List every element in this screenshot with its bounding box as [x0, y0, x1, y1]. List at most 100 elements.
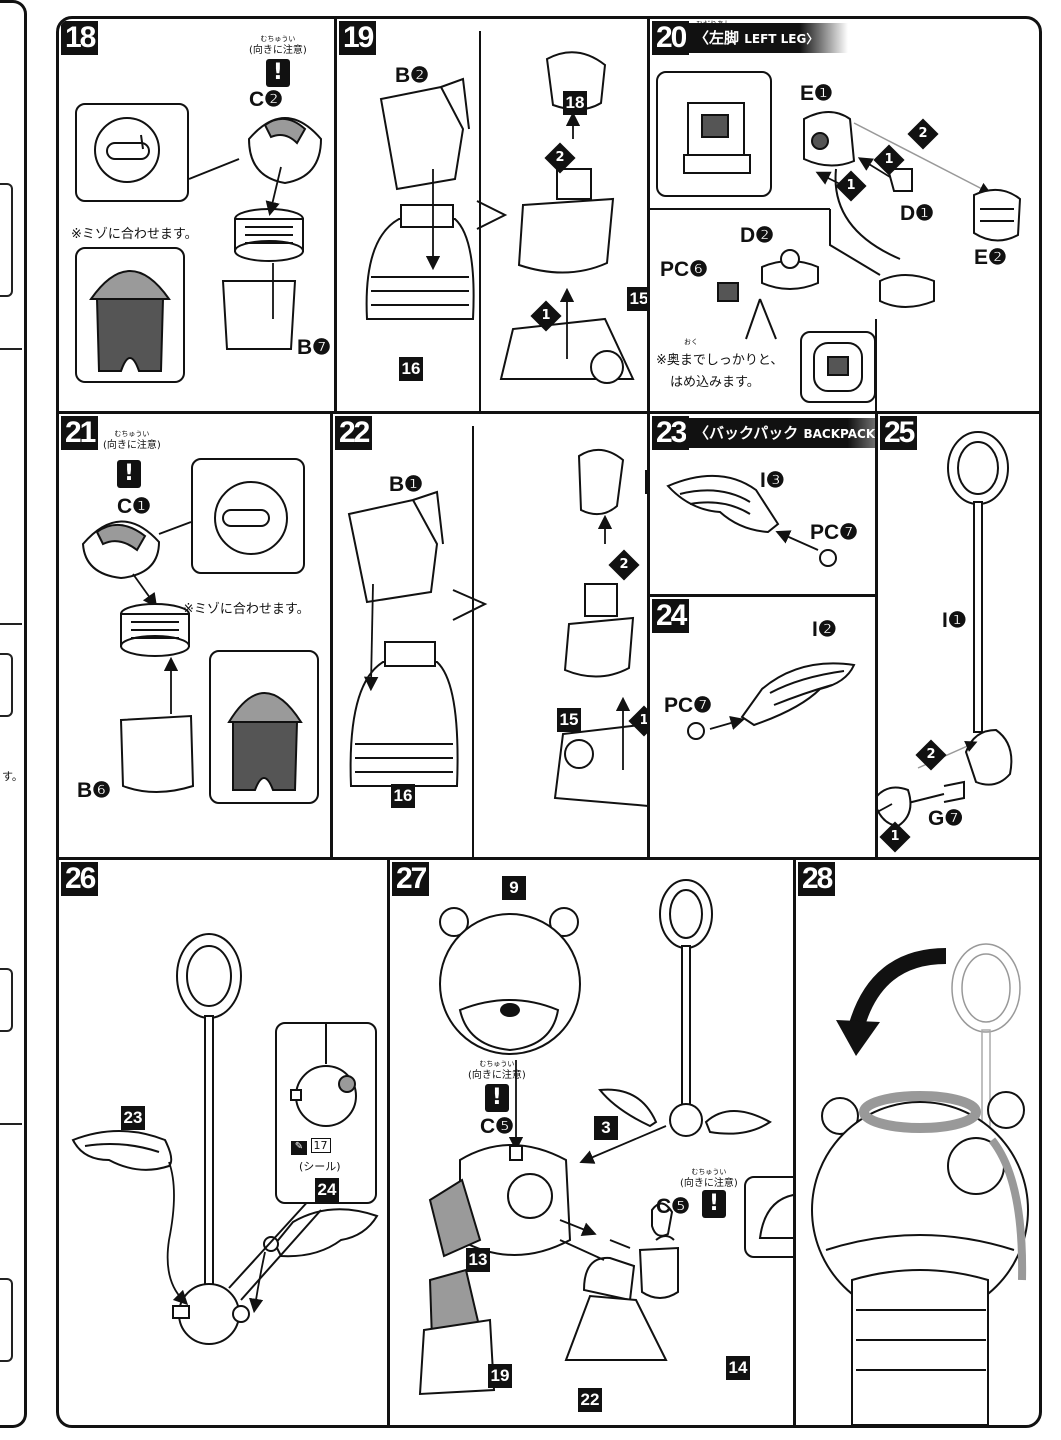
part-label: I❸: [760, 469, 785, 492]
part-label: B❶: [389, 473, 423, 496]
step-23-panel: 23 〈バックパック BACKPACK〉 I❸ PC❼: [650, 414, 878, 597]
zoom-detail: [744, 1176, 793, 1258]
step-19-panel: 19 B❷ 18 2 1 15 16: [337, 19, 650, 414]
subassembly-ref: 15: [627, 287, 647, 311]
socket-detail-drawing: [683, 102, 751, 174]
subassembly-ref: 16: [391, 784, 415, 808]
note-text: ※ミゾに合わせます。: [71, 227, 198, 242]
subassembly-ref: 14: [726, 1356, 750, 1380]
subassembly-ref: 18: [563, 91, 587, 115]
step-28-panel: 28: [796, 860, 1039, 1425]
part-label: D❷: [740, 224, 774, 247]
caution-ruby: むちゅうい: [691, 1168, 727, 1176]
sequence-marker: 1: [530, 300, 562, 332]
step-20-assembly-drawing: [650, 111, 1022, 411]
title-ja: 〈左脚: [694, 29, 740, 47]
halo-assembly-drawing: [878, 431, 1013, 828]
subassembly-ref: 16: [399, 357, 423, 381]
caution-text: (向きに注意): [680, 1178, 738, 1189]
sequence-marker: 1: [873, 144, 905, 176]
orientation-caution: むちゅうい (向きに注意) !: [249, 33, 307, 87]
step-number: 22: [335, 416, 373, 450]
step-18-assembly-drawing: [188, 117, 323, 350]
subassembly-ref: 9: [502, 876, 526, 900]
press-fit-detail-drawing: [813, 342, 863, 392]
part-label: I❷: [812, 618, 837, 641]
previous-page-edge: す。: [0, 0, 27, 1428]
title-ja: 〈バックパック: [694, 424, 799, 442]
sequence-marker: 2: [907, 118, 939, 150]
caution-icon: !: [702, 1190, 726, 1218]
groove-detail-drawing: [94, 117, 160, 183]
wing-drawing: [687, 662, 856, 740]
head-cutaway-drawing: [227, 692, 303, 791]
sequence-marker: 2: [915, 739, 947, 771]
subassembly-ref: 24: [315, 1178, 339, 1202]
note-text: ※ミゾに合わせます。: [183, 602, 310, 617]
subassembly-ref: 22: [578, 1388, 602, 1412]
subassembly-ref: 23: [121, 1106, 145, 1130]
section-title: 〈左脚 LEFT LEG〉: [686, 23, 849, 53]
caution-icon: !: [484, 1084, 509, 1112]
caution-icon: !: [265, 59, 290, 87]
part-label: E❶: [800, 82, 833, 105]
edge-box: [0, 968, 13, 1032]
part-label: C❺: [656, 1195, 690, 1218]
part-label: C❶: [117, 495, 151, 518]
part-label: B❷: [395, 64, 429, 87]
sticker-number: ✎ 17: [291, 1138, 331, 1155]
edge-box: [0, 1278, 13, 1362]
caution-ruby: むちゅうい: [260, 35, 296, 43]
step-21-panel: 21 むちゅうい (向きに注意) ! C❶ ※ミゾに合わせます。: [59, 414, 333, 860]
part-label: C❺: [480, 1115, 514, 1138]
part-label: G❼: [928, 807, 964, 830]
zoom-detail: [656, 71, 772, 197]
step-number: 26: [61, 862, 99, 896]
step-number: 20: [652, 21, 690, 55]
zoom-detail: [800, 331, 876, 403]
zoom-detail: [209, 650, 319, 804]
step-number: 23: [652, 416, 690, 450]
part-label: PC❼: [664, 694, 712, 717]
sequence-marker: 2: [544, 142, 576, 174]
head-cutaway-drawing: [89, 270, 171, 372]
step-number: 25: [880, 416, 918, 450]
step-26-assembly-drawing: [71, 933, 379, 1345]
caution-ruby: むちゅうい: [479, 1060, 515, 1068]
title-ruby: ひだりあし: [696, 20, 731, 28]
zoom-detail: [75, 247, 185, 383]
step-26-panel: 26 ✎ 17 (シール): [59, 860, 390, 1425]
edge-line: [0, 623, 22, 625]
section-title: 〈バックパック BACKPACK〉: [686, 418, 875, 448]
instruction-page: 18 むちゅうい (向きに注意) ! C❷ ※ミゾに合わせます。: [56, 16, 1042, 1428]
wing-drawing: [666, 475, 837, 567]
step-number: 24: [652, 599, 690, 633]
sequence-marker: 1: [835, 170, 867, 202]
subassembly-ref: 19: [488, 1364, 512, 1388]
part-label: B❻: [77, 779, 111, 802]
edge-box: [0, 183, 13, 297]
orientation-caution: むちゅうい (向きに注意): [680, 1166, 738, 1190]
note-ruby: おく: [684, 338, 698, 346]
step-20-panel: 20 〈左脚 LEFT LEG〉 ひだりあし E❶: [650, 19, 1039, 414]
zoom-detail: [191, 458, 305, 574]
step-18-panel: 18 むちゅうい (向きに注意) ! C❷ ※ミゾに合わせます。: [59, 19, 337, 414]
part-label: D❶: [900, 202, 934, 225]
step-21-assembly-drawing: [81, 520, 195, 793]
edge-line: [0, 1123, 22, 1125]
subassembly-ref: 3: [594, 1116, 618, 1140]
orientation-caution: むちゅうい (向きに注意) !: [468, 1058, 526, 1112]
part-label: I❶: [942, 609, 967, 632]
completed-model-drawing: [811, 943, 1029, 1425]
caution-text: (向きに注意): [249, 45, 307, 56]
part-label: PC❻: [660, 258, 708, 281]
step-22-assembly-drawing: [347, 426, 647, 857]
step-25-panel: 25 I❶ 2 I❺ G❼ 1: [878, 414, 1039, 860]
caution-ruby: むちゅうい: [114, 430, 150, 438]
title-en: LEFT LEG〉: [744, 32, 819, 46]
step-number: 27: [392, 862, 430, 896]
step-27-assembly-drawing: [418, 879, 772, 1396]
part-label: C❷: [249, 88, 283, 111]
caution-text: (向きに注意): [468, 1070, 526, 1081]
step-19-assembly-drawing: [365, 31, 635, 411]
